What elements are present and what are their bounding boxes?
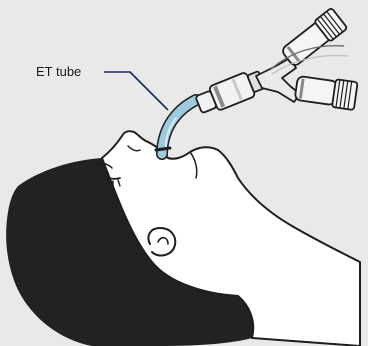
tube-marker — [156, 148, 170, 150]
upper-hose — [279, 8, 347, 69]
ear — [148, 228, 175, 255]
connector — [194, 67, 267, 117]
lower-hose — [294, 74, 357, 110]
label-leader-line — [104, 72, 168, 110]
ventilator-circuit-icon — [156, 8, 358, 154]
et-tube-label: ET tube — [36, 64, 81, 80]
head-profile-icon — [6, 131, 360, 346]
